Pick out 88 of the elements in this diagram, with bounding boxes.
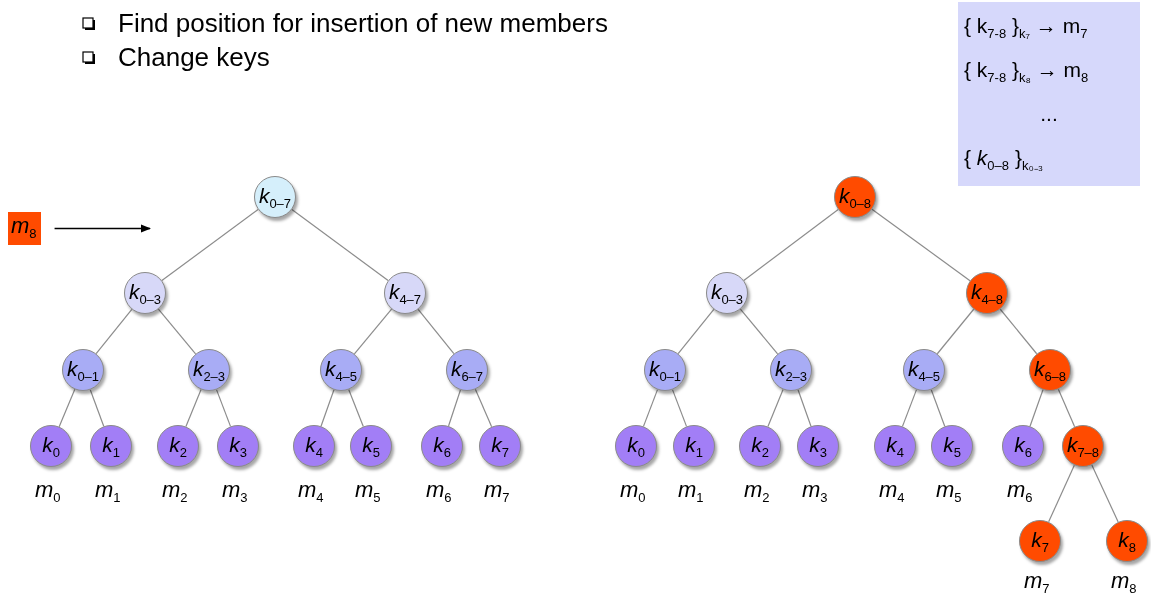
leaf-key-node: k$_{3}$ [217,425,259,467]
tree-edge [417,308,455,355]
member-label: m$_{5}$ [355,479,381,504]
tree-edge [743,209,839,281]
key-node: k$_{4–5}$ [903,349,945,391]
leaf-key-node: k$_{4}$ [874,425,916,467]
member-label: m$_{1}$ [678,479,704,504]
tree-edge [901,389,918,427]
key-formula: { k$_{7-8}$ }$_{k₈}$ → m$_{8}$ [964,58,1089,81]
tree-edge [936,308,975,355]
key-formula: { k$_{7-8}$ }$_{k₇}$ → m$_{7}$ [964,14,1088,37]
tree-edge [89,389,105,427]
key-node: k$_{2–3}$ [188,349,230,391]
leaf-key-node: k$_{6}$ [421,425,463,467]
key-node: k$_{7–8}$ [1062,425,1104,467]
tree-edge [474,388,493,428]
tree-edge [95,308,133,355]
leaf-key-node: k$_{6}$ [1002,425,1044,467]
key-node: k$_{2–3}$ [770,349,812,391]
leaf-key-node: k$_{5}$ [931,425,973,467]
member-label: m$_{8}$ [1111,570,1137,595]
leaf-key-node: k$_{0}$ [30,425,72,467]
leaf-key-node: k$_{2}$ [739,425,781,467]
key-node: k$_{0–1}$ [62,349,104,391]
leaf-key-node: k$_{3}$ [797,425,839,467]
tree-edge [157,308,197,355]
tree-edge [871,208,971,282]
tree-edge [797,389,812,427]
new-member-box: m$_{8}$ [8,212,41,245]
member-label: m$_{3}$ [802,479,828,504]
tree-edge [1091,464,1119,523]
tree-edge [58,388,76,428]
tree-edge [1057,388,1076,428]
leaf-key-node: k$_{1}$ [90,425,132,467]
bullet-text: Change keys [118,44,270,70]
leaf-key-node: k$_{0}$ [615,425,657,467]
tree-edge [353,308,393,355]
key-panel [958,2,1140,186]
ellipsis-text: ... [1040,102,1058,125]
leaf-key-node: k$_{7}$ [479,425,521,467]
key-node: k$_{6–7}$ [446,349,488,391]
key-node: k$_{7}$ [1019,520,1061,562]
key-node: k$_{0–7}$ [254,176,296,218]
key-node: k$_{0–3}$ [706,272,748,314]
member-label: m$_{7}$ [484,479,510,504]
key-node: k$_{4–7}$ [384,272,426,314]
tree-edge [999,308,1038,355]
leaf-key-node: k$_{5}$ [350,425,392,467]
member-label: m$_{0}$ [35,479,61,504]
member-label: m$_{1}$ [95,479,121,504]
member-label: m$_{5}$ [936,479,962,504]
tree-edge [320,389,335,427]
leaf-key-node: k$_{2}$ [157,425,199,467]
tree-edge [767,388,784,428]
tree-edge [1029,389,1044,427]
tree-edge [161,208,259,282]
member-label: m$_{0}$ [620,479,646,504]
member-label: m$_{6}$ [1007,479,1033,504]
tree-edge [447,389,462,427]
tree-edge [1048,464,1075,523]
member-label: m$_{2}$ [744,479,770,504]
leaf-key-node: k$_{1}$ [673,425,715,467]
tree-edge [291,208,389,282]
member-label: m$_{2}$ [162,479,188,504]
tree-edge [642,389,659,427]
tree-edge [677,308,715,355]
key-node: k$_{8}$ [1106,520,1148,562]
tree-edge [215,389,232,427]
key-node: k$_{0–8}$ [834,176,876,218]
tree-edge [930,389,946,427]
key-node: k$_{6–8}$ [1029,349,1071,391]
member-label: m$_{6}$ [426,479,452,504]
member-label: m$_{7}$ [1024,570,1050,595]
key-node: k$_{0–3}$ [124,272,166,314]
key-node: k$_{0–1}$ [644,349,686,391]
member-label: m$_{3}$ [222,479,248,504]
key-formula: {k$_{0–8}$ }$_{k₀₋₃}$ [964,146,1044,169]
tree-edge [185,388,202,428]
tree-edge [739,308,779,355]
leaf-key-node: k$_{4}$ [293,425,335,467]
tree-edge [348,388,364,428]
arrow [53,224,152,233]
tree-edge [671,389,688,427]
member-label: m$_{4}$ [298,479,324,504]
bullet-text: Find position for insertion of new members [118,10,608,36]
key-node: k$_{4–5}$ [320,349,362,391]
key-node: k$_{4–8}$ [966,272,1008,314]
member-label: m$_{4}$ [879,479,905,504]
